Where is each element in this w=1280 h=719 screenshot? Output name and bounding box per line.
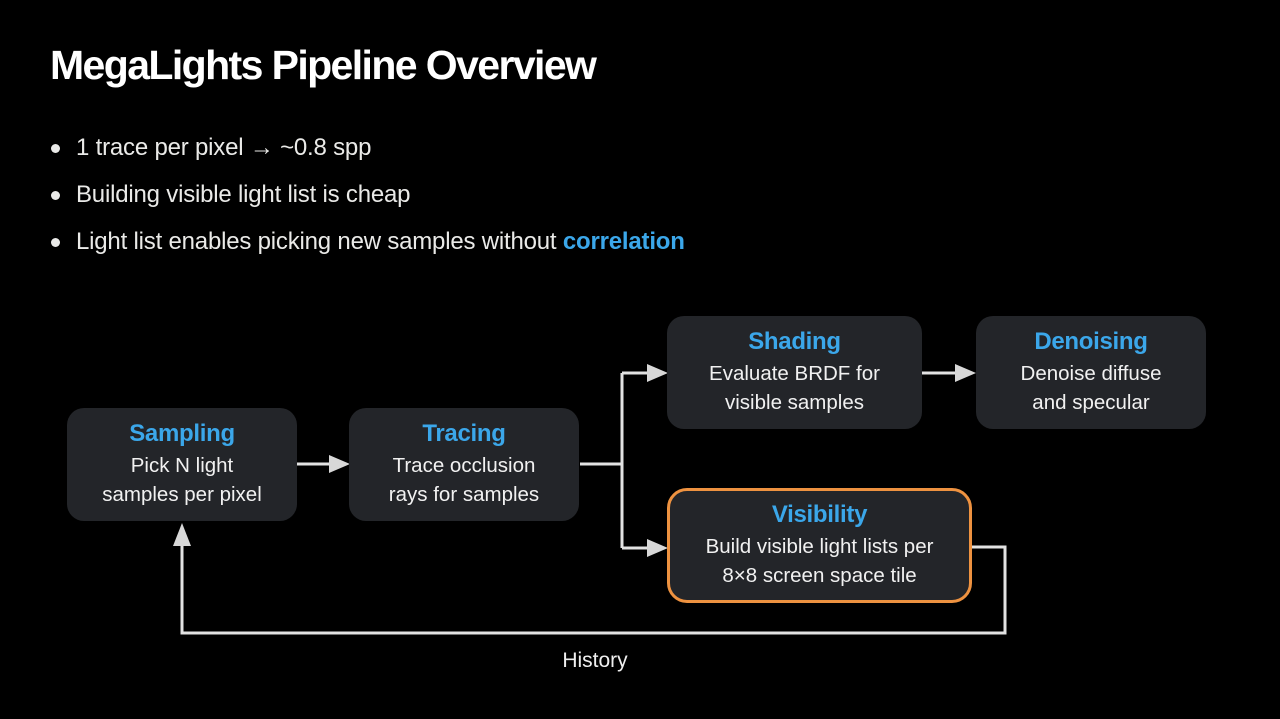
edge-tracing-junction bbox=[580, 371, 648, 550]
bullet-text: Light list enables picking new samples w… bbox=[76, 228, 563, 255]
arrowhead-icon bbox=[647, 364, 668, 382]
bullet-item: 1 trace per pixel → ~0.8 spp bbox=[51, 133, 685, 163]
node-sampling-body: Pick N light samples per pixel bbox=[102, 454, 262, 506]
node-visibility-title: Visibility bbox=[771, 501, 868, 528]
node-denoising-body: Denoise diffuse and specular bbox=[1020, 362, 1162, 414]
node-tracing: Tracing Trace occlusion rays for samples bbox=[349, 408, 579, 521]
page-title: MegaLights Pipeline Overview bbox=[50, 42, 597, 88]
bullet-dot-icon bbox=[51, 237, 60, 247]
bullet-text: Building visible light list is cheap bbox=[76, 181, 411, 208]
bullet-text: 1 trace per pixel → ~0.8 spp bbox=[76, 134, 372, 161]
node-tracing-title: Tracing bbox=[422, 420, 506, 447]
node-denoising-title: Denoising bbox=[1034, 328, 1148, 355]
node-shading: Shading Evaluate BRDF for visible sample… bbox=[667, 316, 922, 429]
node-shading-title: Shading bbox=[748, 328, 841, 355]
arrowhead-icon bbox=[329, 455, 350, 473]
node-tracing-body: Trace occlusion rays for samples bbox=[388, 454, 540, 506]
arrowhead-icon bbox=[647, 539, 668, 557]
node-sampling: Sampling Pick N light samples per pixel bbox=[67, 408, 297, 521]
bullet-item: Building visible light list is cheap bbox=[51, 180, 685, 210]
node-denoising: Denoising Denoise diffuse and specular bbox=[976, 316, 1206, 429]
bullet-list: 1 trace per pixel → ~0.8 spp Building vi… bbox=[51, 133, 685, 274]
arrowhead-icon bbox=[955, 364, 976, 382]
bullet-item: Light list enables picking new samples w… bbox=[51, 227, 685, 257]
bullet-highlight-text: correlation bbox=[562, 228, 685, 255]
history-edge-label: History bbox=[562, 649, 628, 672]
node-shading-body: Evaluate BRDF for visible samples bbox=[709, 362, 880, 414]
node-visibility-highlighted: Visibility Build visible light lists per… bbox=[667, 488, 972, 603]
bullet-dot-icon bbox=[51, 190, 60, 200]
node-sampling-title: Sampling bbox=[129, 420, 235, 447]
bullet-dot-icon bbox=[51, 143, 60, 153]
arrowhead-icon bbox=[173, 523, 191, 546]
node-visibility-body: Build visible light lists per 8×8 screen… bbox=[705, 535, 934, 587]
